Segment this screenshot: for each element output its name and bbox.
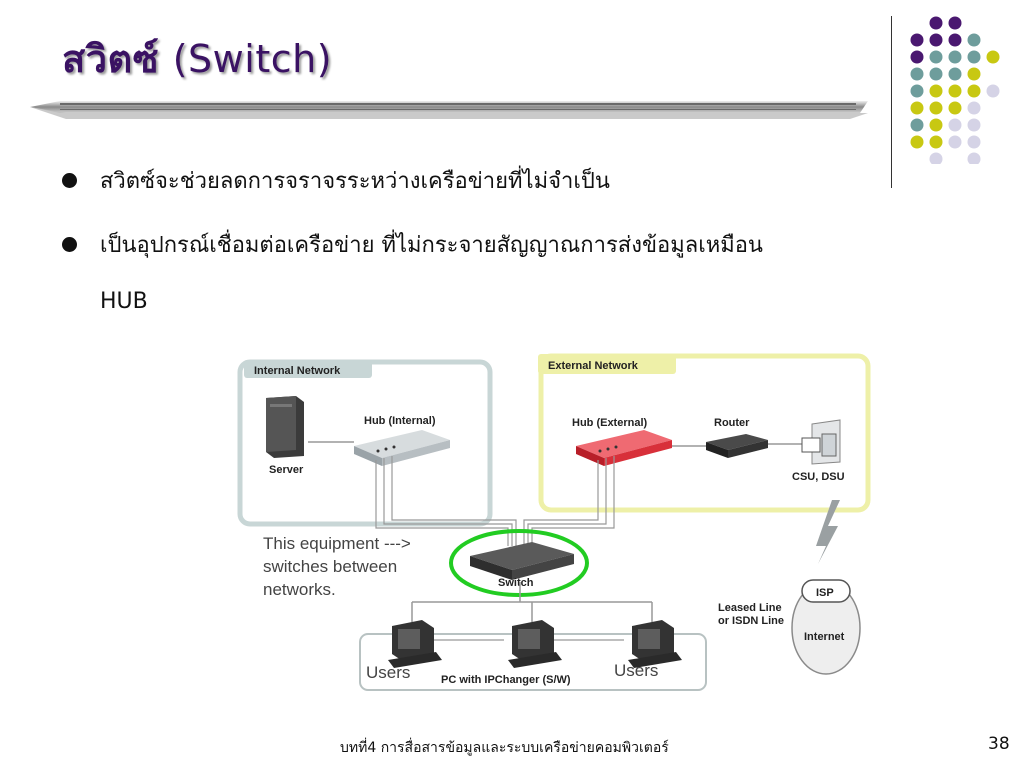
decorative-dot bbox=[967, 50, 981, 64]
user-pc-icon bbox=[508, 620, 562, 668]
decorative-dot bbox=[948, 33, 962, 47]
server-label: Server bbox=[269, 464, 304, 476]
router-icon bbox=[706, 434, 768, 458]
bullet-text: เป็นอุปกรณ์เชื่อมต่อเครือข่าย ที่ไม่กระจ… bbox=[100, 233, 763, 258]
slide-footer: บทที่4 การสื่อสารข้อมูลและระบบเครือข่ายค… bbox=[340, 740, 669, 756]
isp-label: ISP bbox=[816, 587, 834, 599]
bullet-dot-icon bbox=[62, 237, 77, 252]
annotation-line-1: This equipment ---> bbox=[263, 534, 411, 553]
switch-highlight-ring bbox=[449, 529, 589, 597]
csu-dsu-icon bbox=[801, 419, 841, 465]
decorative-dot-grid bbox=[910, 16, 1000, 164]
hub-internal-label: Hub (Internal) bbox=[364, 415, 436, 427]
server-icon bbox=[266, 396, 304, 458]
users-right-label: Users bbox=[614, 661, 658, 680]
slide-title-english: (Switch) bbox=[172, 37, 333, 81]
decorative-dot bbox=[929, 118, 943, 132]
title-underline bbox=[30, 101, 868, 119]
hub-external-icon bbox=[576, 430, 672, 466]
network-diagram: Internal Network External Network Server… bbox=[237, 353, 871, 691]
lightning-bolt-icon bbox=[816, 500, 840, 564]
user-pc-icon bbox=[628, 620, 682, 668]
csu-dsu-label: CSU, DSU bbox=[792, 471, 845, 483]
decorative-dot bbox=[967, 118, 981, 132]
decorative-dot bbox=[910, 101, 924, 115]
external-network-label: External Network bbox=[548, 360, 639, 372]
decorative-dot bbox=[948, 135, 962, 149]
corner-divider-line bbox=[891, 16, 892, 188]
annotation-line-3: networks. bbox=[263, 580, 336, 599]
decorative-dot bbox=[948, 118, 962, 132]
decorative-dot bbox=[929, 152, 943, 164]
hub-internal-icon bbox=[354, 430, 450, 466]
decorative-dot bbox=[929, 84, 943, 98]
internet-label: Internet bbox=[804, 631, 845, 643]
decorative-dot bbox=[986, 50, 1000, 64]
external-network-box bbox=[538, 353, 871, 513]
decorative-dot bbox=[986, 84, 1000, 98]
decorative-dot bbox=[910, 50, 924, 64]
bullet-text: สวิตซ์จะช่วยลดการจราจรระหว่างเครือข่ายที… bbox=[100, 169, 610, 194]
decorative-dot bbox=[967, 84, 981, 98]
decorative-dot bbox=[929, 16, 943, 30]
decorative-dot bbox=[910, 67, 924, 81]
slide-title-thai: สวิตซ์ bbox=[62, 37, 159, 81]
internal-network-tab bbox=[244, 360, 372, 378]
decorative-dot bbox=[929, 67, 943, 81]
decorative-dot bbox=[948, 101, 962, 115]
decorative-dot bbox=[929, 101, 943, 115]
page-number: 38 bbox=[988, 734, 1010, 754]
switch-icon bbox=[470, 542, 574, 580]
decorative-dot bbox=[948, 84, 962, 98]
router-label: Router bbox=[714, 417, 750, 429]
decorative-dot bbox=[929, 135, 943, 149]
decorative-dot bbox=[967, 135, 981, 149]
decorative-dot bbox=[910, 33, 924, 47]
decorative-dot bbox=[910, 135, 924, 149]
slide-title: สวิตซ์ (Switch) bbox=[62, 28, 332, 89]
decorative-dot bbox=[967, 101, 981, 115]
decorative-dot bbox=[948, 67, 962, 81]
decorative-dot bbox=[948, 16, 962, 30]
decorative-dot bbox=[948, 50, 962, 64]
annotation-line-2: switches between bbox=[263, 557, 397, 576]
decorative-dot bbox=[910, 84, 924, 98]
pc-ipchanger-label: PC with IPChanger (S/W) bbox=[441, 674, 571, 686]
external-network-tab bbox=[538, 354, 676, 374]
decorative-dot bbox=[967, 33, 981, 47]
decorative-dot bbox=[910, 118, 924, 132]
switch-label: Switch bbox=[498, 577, 534, 589]
hub-external-label: Hub (External) bbox=[572, 417, 648, 429]
decorative-dot bbox=[929, 50, 943, 64]
decorative-dot bbox=[967, 152, 981, 164]
isp-badge bbox=[801, 579, 851, 603]
decorative-dot bbox=[929, 33, 943, 47]
users-left-label: Users bbox=[366, 663, 410, 682]
bullet-dot-icon bbox=[62, 173, 77, 188]
switch-pc-cables bbox=[411, 582, 653, 622]
isdn-line-label: or ISDN Line bbox=[718, 615, 784, 627]
leased-line-label: Leased Line bbox=[718, 602, 782, 614]
internal-network-label: Internal Network bbox=[254, 365, 341, 377]
user-pc-icon bbox=[388, 620, 442, 668]
bullet-text-continuation: HUB bbox=[100, 289, 148, 314]
decorative-dot bbox=[967, 67, 981, 81]
